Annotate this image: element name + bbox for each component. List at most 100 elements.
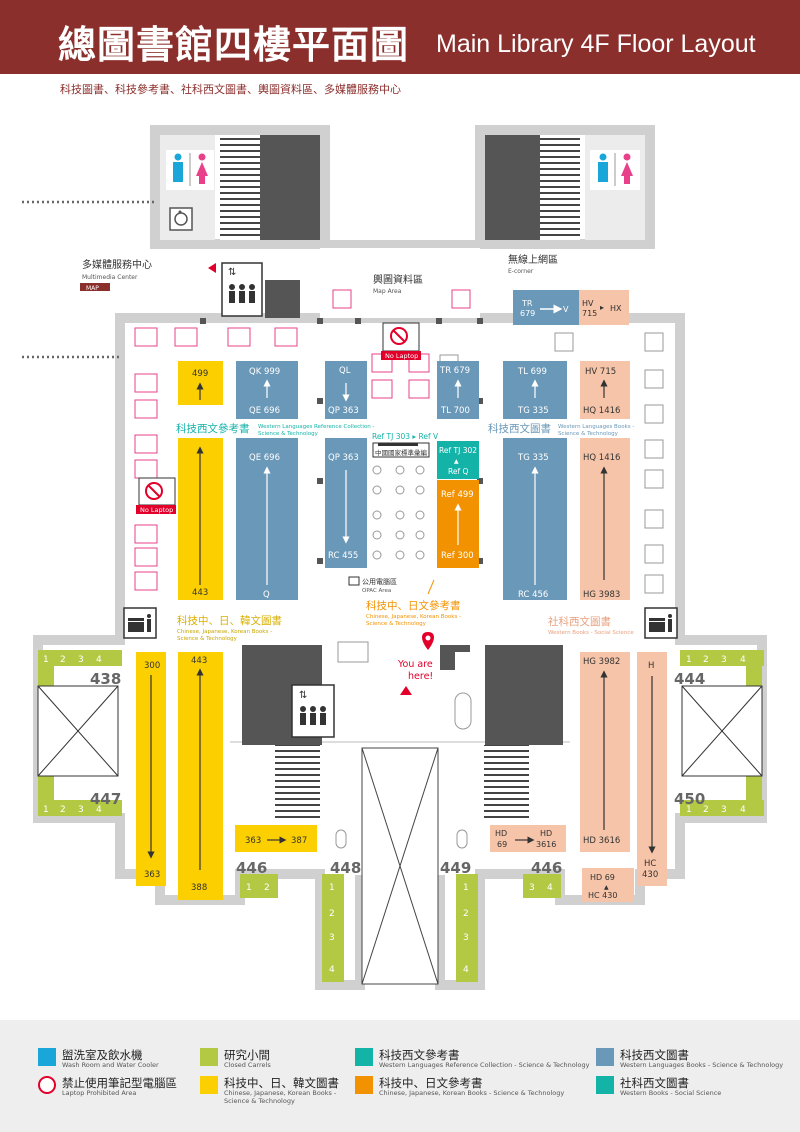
svg-text:3: 3 [463, 933, 469, 943]
shaft-right [485, 135, 540, 240]
shelf-salmon-6 [582, 868, 634, 902]
svg-text:4: 4 [96, 655, 102, 665]
no-laptop-badge: No Laptop [381, 322, 421, 360]
shelf-text: TG 335 [517, 406, 549, 416]
shelf-text: HD 69 [590, 873, 615, 882]
title-en: Main Library 4F Floor Layout [436, 30, 756, 58]
svg-text:2: 2 [703, 655, 709, 665]
svg-text:▲: ▲ [604, 884, 609, 891]
svg-text:1: 1 [43, 655, 49, 665]
shelf-yellow-5 [235, 825, 317, 852]
svg-text:1: 1 [246, 883, 252, 893]
opac-icon [348, 576, 360, 586]
carrels-left [37, 650, 122, 816]
svg-text:446: 446 [531, 859, 562, 877]
svg-text:2: 2 [264, 883, 270, 893]
svg-text:No Laptop: No Laptop [385, 352, 418, 360]
shelf-tr-v [513, 290, 579, 325]
zone-label: 科技中、日文參考書 [366, 599, 461, 612]
opac-label: 公用電腦區 [362, 577, 397, 586]
zone-label: 科技中、日、韓文圖書 [177, 614, 282, 627]
svg-text:4: 4 [463, 965, 469, 975]
shelf-text: Ref TJ 302 [439, 446, 477, 455]
zone-label-en: Chinese, Japanese, Korean Books - [177, 629, 272, 635]
zone-label-en: Western Books - Social Science [548, 630, 634, 636]
svg-text:You are: You are [397, 659, 433, 670]
shelf-text: Ref Q [448, 467, 469, 476]
svg-text:444: 444 [674, 670, 705, 688]
stairs-right [540, 135, 580, 240]
svg-text:2: 2 [60, 805, 66, 815]
svg-text:1: 1 [43, 805, 49, 815]
restroom-icon [38, 1048, 56, 1066]
shelf-text: TR [521, 299, 533, 308]
zone-label-en: Science & Technology [558, 431, 619, 437]
svg-text:No Laptop: No Laptop [140, 506, 173, 514]
shelf-text: 387 [291, 836, 307, 846]
svg-text:3: 3 [78, 655, 84, 665]
shelf-text: TL 699 [517, 367, 547, 377]
zone-label: 社科西文圖書 [548, 615, 611, 628]
svg-text:2: 2 [60, 655, 66, 665]
zone-label: 科技西文圖書 [488, 422, 551, 435]
svg-text:here!: here! [408, 671, 433, 682]
color-swatch [596, 1048, 614, 1066]
map-area-en: Map Area [373, 288, 402, 295]
shelf-text: 443 [191, 656, 207, 666]
svg-text:1: 1 [686, 655, 692, 665]
shelf-text: HQ 1416 [583, 453, 620, 463]
zone-label-en: Western Languages Books - [558, 424, 634, 430]
svg-text:4: 4 [740, 655, 746, 665]
multimedia-en: Multimedia Center [82, 274, 138, 281]
stairs-center-right [484, 745, 529, 820]
title-zh: 總圖書館四樓平面圖 [58, 23, 410, 67]
bench [454, 692, 472, 730]
svg-text:3: 3 [329, 933, 335, 943]
shelf-text: 430 [642, 870, 658, 880]
map-tag-text: MAP [86, 285, 99, 292]
zone-label-en: Science & Technology [366, 621, 427, 627]
shelf-text: 388 [191, 883, 207, 893]
shelf-teal [437, 441, 479, 479]
legend: 盥洗室及飲水機 Wash Room and Water Cooler 禁止使用筆… [0, 1020, 800, 1132]
zone-label-en: Science & Technology [177, 636, 238, 642]
shelf-text: 443 [192, 588, 208, 598]
carrels-right [680, 650, 764, 816]
svg-text:3: 3 [721, 655, 727, 665]
shelf-text: HD [495, 829, 507, 838]
zone-label: 科技西文參考書 [176, 422, 250, 435]
opac-en: OPAC Area [362, 588, 391, 594]
svg-text:4: 4 [740, 805, 746, 815]
counter [440, 645, 470, 670]
shelf-text: QE 696 [249, 453, 280, 463]
color-swatch [596, 1076, 614, 1094]
zone-label-en: Chinese, Japanese, Korean Books - [366, 614, 461, 620]
copier-icon [123, 607, 157, 639]
shelf-text: 363 [144, 870, 160, 880]
multimedia-label: 多媒體服務中心 [82, 258, 152, 271]
shelf-text: HG 3982 [583, 657, 620, 667]
zone-label-en: Western Languages Reference Collection - [258, 424, 374, 430]
no-laptop-icon [38, 1076, 56, 1094]
shelf-text: Q [263, 590, 270, 600]
you-are-here-marker: You are here! [397, 632, 434, 695]
svg-text:4: 4 [547, 883, 553, 893]
shelf-text: H [648, 661, 654, 671]
shelf-text: QE 696 [249, 406, 280, 416]
elevator-icon: ⇅ [221, 262, 263, 317]
carrels-bottom [240, 874, 561, 982]
svg-text:446: 446 [236, 859, 267, 877]
seat [456, 829, 468, 849]
stairs-center-left [275, 745, 320, 820]
svg-text:▲: ▲ [454, 458, 459, 465]
svg-text:⇅: ⇅ [299, 690, 307, 701]
shelf-hv-hx [579, 290, 629, 325]
room-numbers: 438 447 446 448 449 446 444 450 [90, 670, 705, 877]
shelf-text: TL 700 [440, 406, 470, 416]
svg-text:3: 3 [721, 805, 727, 815]
svg-text:▸: ▸ [600, 303, 604, 312]
shelf-text: 300 [144, 661, 160, 671]
copier-icon [644, 607, 678, 639]
